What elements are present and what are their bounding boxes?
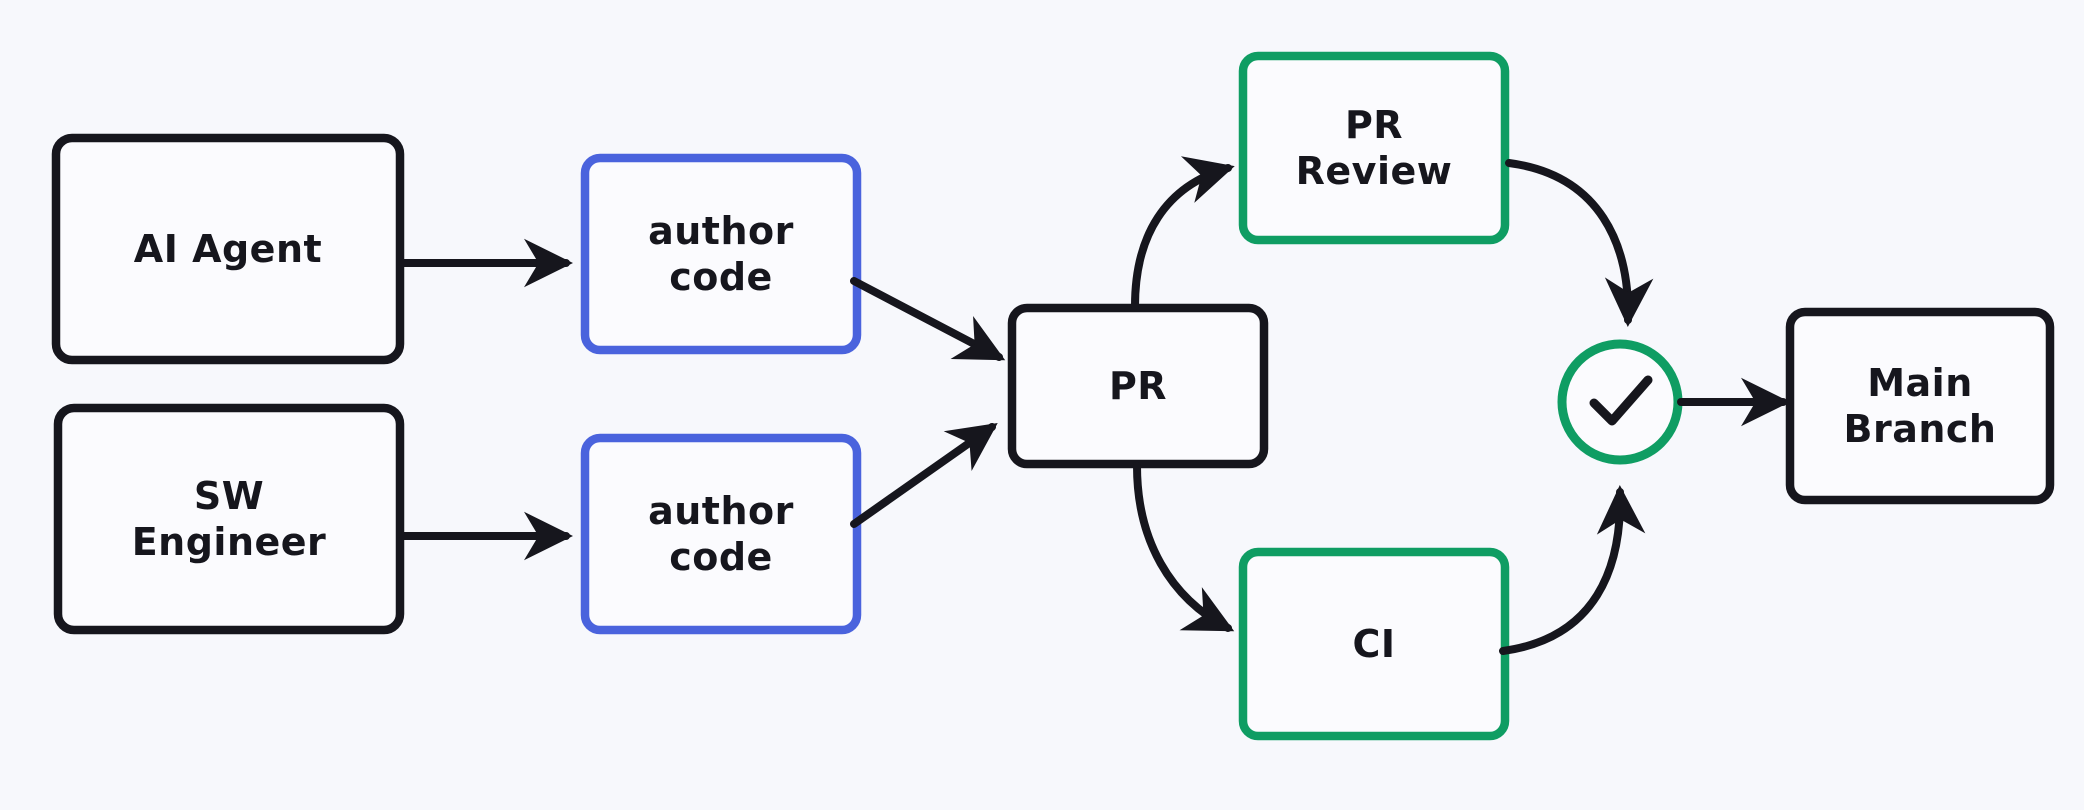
node-box-ci[interactable] xyxy=(1238,547,1510,741)
node-box-author-code-top[interactable] xyxy=(580,153,862,355)
node-box-ai-agent[interactable] xyxy=(51,133,405,365)
node-box-pr-review[interactable] xyxy=(1238,51,1510,245)
edge-author-code-bottom-to-pr xyxy=(850,422,998,528)
edge-pr-to-pr-review xyxy=(1131,156,1235,310)
approved-check-badge[interactable] xyxy=(1557,339,1683,465)
edge-pr-review-to-check xyxy=(1505,159,1654,327)
node-box-author-code-bottom[interactable] xyxy=(580,433,862,635)
node-box-sw-engineer[interactable] xyxy=(53,403,405,635)
node-box-main-branch[interactable] xyxy=(1785,307,2055,505)
edge-pr-to-ci xyxy=(1133,462,1235,632)
node-box-pr[interactable] xyxy=(1007,303,1269,469)
edge-author-code-top-to-pr xyxy=(850,277,1006,361)
node-shapes xyxy=(51,51,2055,741)
edge-ci-to-check xyxy=(1499,485,1646,655)
edges xyxy=(399,156,1790,655)
check-icon xyxy=(1589,375,1653,426)
